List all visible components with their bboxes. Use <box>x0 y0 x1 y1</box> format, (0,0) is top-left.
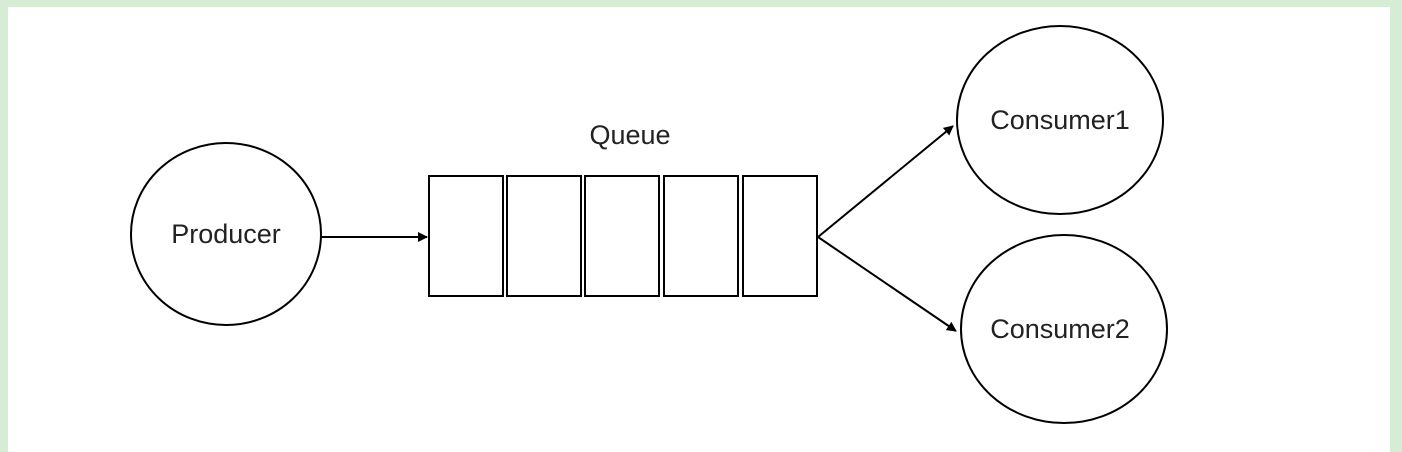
consumer2-circle <box>960 234 1168 424</box>
queue-to-consumer1-arrow <box>817 125 954 238</box>
producer-label: Producer <box>171 219 281 249</box>
queue-slot <box>663 175 739 297</box>
queue-label: Queue <box>589 120 670 150</box>
queue-slot <box>742 175 818 297</box>
consumer1-circle <box>956 25 1164 215</box>
queue-slot <box>584 175 660 297</box>
consumer1-node: Consumer1 <box>956 25 1164 215</box>
queue-slot <box>428 175 504 297</box>
queue-to-consumer2-arrow <box>817 236 957 332</box>
consumer2-label: Consumer2 <box>990 314 1130 344</box>
consumer2-node: Consumer2 <box>960 234 1168 424</box>
queue-slot <box>506 175 582 297</box>
consumer1-label: Consumer1 <box>990 105 1130 135</box>
queue <box>428 175 818 297</box>
producer-node: Producer <box>130 142 322 326</box>
producer-circle <box>130 142 322 326</box>
